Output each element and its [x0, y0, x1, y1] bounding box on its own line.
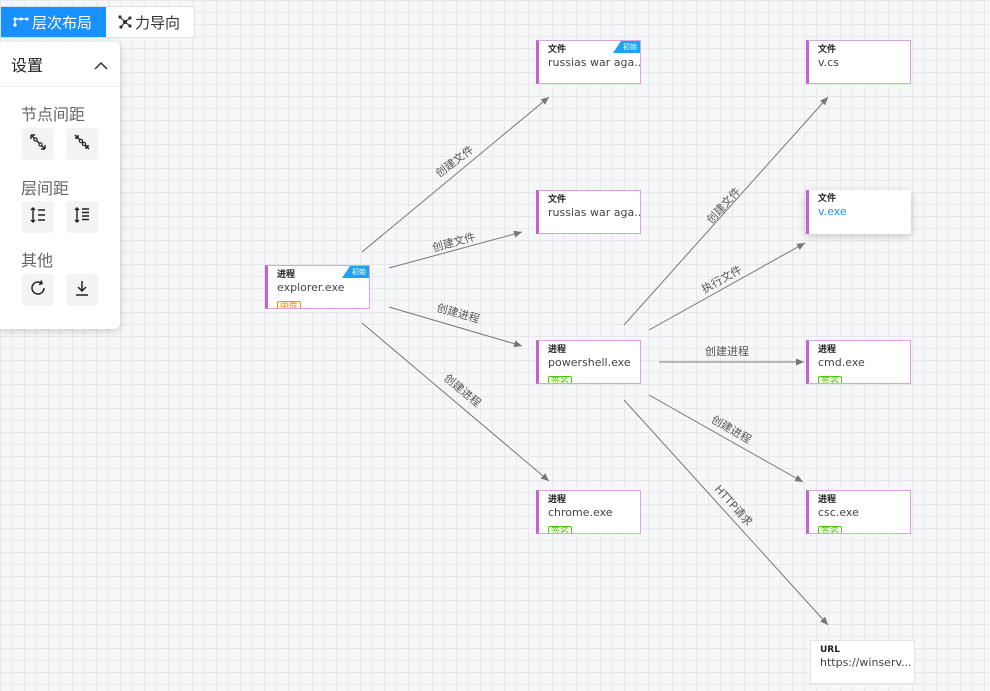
node-type: 进程 [548, 495, 567, 505]
node-label: v.exe [818, 205, 847, 218]
node-badge: 签名 [818, 526, 843, 533]
node-type: 进程 [818, 345, 837, 355]
edge-explorer-powershell[interactable] [388, 306, 523, 348]
edge-explorer-chrome[interactable] [361, 322, 550, 482]
node-type: URL [820, 645, 840, 655]
node-type: 文件 [818, 194, 837, 204]
refresh-button[interactable] [22, 274, 54, 306]
edge-explorer-file1[interactable] [361, 96, 550, 253]
settings-panel: 设置 节点间距 层间距 其他 [0, 42, 120, 329]
tab-hierarchy-label: 层次布局 [32, 13, 93, 32]
decrease-layer-gap-icon [72, 205, 92, 229]
edge-label: 创建文件 [703, 184, 743, 226]
node-type: 文件 [818, 45, 837, 55]
node-label: v.cs [818, 56, 839, 69]
increase-layer-gap-button[interactable] [22, 201, 54, 233]
settings-header[interactable]: 设置 [0, 42, 120, 87]
node-badge: 签名 [548, 376, 573, 383]
tab-hierarchy-layout[interactable]: 层次布局 [1, 7, 107, 37]
edge-label: 执行文件 [699, 262, 744, 296]
hierarchy-icon [13, 16, 29, 28]
layout-tabs: 层次布局 力导向 [0, 6, 196, 38]
node-label: https://winserv... [820, 656, 912, 669]
increase-layer-gap-icon [28, 205, 48, 229]
expand-node-spacing-button[interactable] [22, 128, 54, 160]
node-label: powershell.exe [548, 356, 631, 369]
edge-powershell-url[interactable] [623, 399, 829, 626]
edge-powershell-vcs[interactable] [623, 96, 829, 326]
edge-label: 创建进程 [435, 300, 481, 326]
edge-explorer-file2[interactable] [388, 230, 523, 269]
shrink-node-spacing-button[interactable] [66, 128, 98, 160]
node-badge: 签名 [548, 526, 573, 533]
expand-spacing-icon [28, 132, 48, 156]
node-type: 进程 [818, 495, 837, 505]
node-label: cmd.exe [818, 356, 865, 369]
other-label: 其他 [21, 251, 54, 270]
edge-label: 创建文件 [433, 142, 477, 180]
settings-title: 设置 [11, 56, 44, 75]
node-type: 文件 [548, 45, 567, 55]
node-type: 进程 [548, 345, 567, 355]
node-corner-tag: 初始 [342, 266, 369, 278]
node-type: 文件 [548, 195, 567, 205]
node-corner-tag: 初始 [613, 41, 640, 53]
shrink-spacing-icon [72, 132, 92, 156]
decrease-layer-gap-button[interactable] [66, 201, 98, 233]
edge-label: HTTP请求 [712, 483, 755, 529]
tab-force-label: 力导向 [135, 13, 181, 32]
edge-powershell-vexe[interactable] [648, 242, 806, 331]
node-label: chrome.exe [548, 506, 613, 519]
download-button[interactable] [66, 274, 98, 306]
chevron-up-icon[interactable] [94, 55, 108, 74]
node-badge: 中危 [277, 301, 302, 308]
download-icon [73, 279, 91, 301]
node-label: russias war aga... [548, 206, 640, 219]
tab-force-layout[interactable]: 力导向 [106, 7, 194, 37]
edge-label: 创建进程 [705, 344, 749, 358]
refresh-icon [29, 279, 47, 301]
node-type: 进程 [277, 270, 296, 280]
force-graph-icon [118, 15, 132, 29]
node-spacing-label: 节点间距 [21, 105, 86, 124]
edge-powershell-csc[interactable] [648, 394, 804, 483]
edge-label: 创建进程 [441, 371, 484, 410]
node-badge: 签名 [818, 376, 843, 383]
layer-spacing-label: 层间距 [21, 179, 70, 198]
node-label: csc.exe [818, 506, 859, 519]
node-label: russias war aga... [548, 56, 640, 69]
node-label: explorer.exe [277, 281, 345, 294]
